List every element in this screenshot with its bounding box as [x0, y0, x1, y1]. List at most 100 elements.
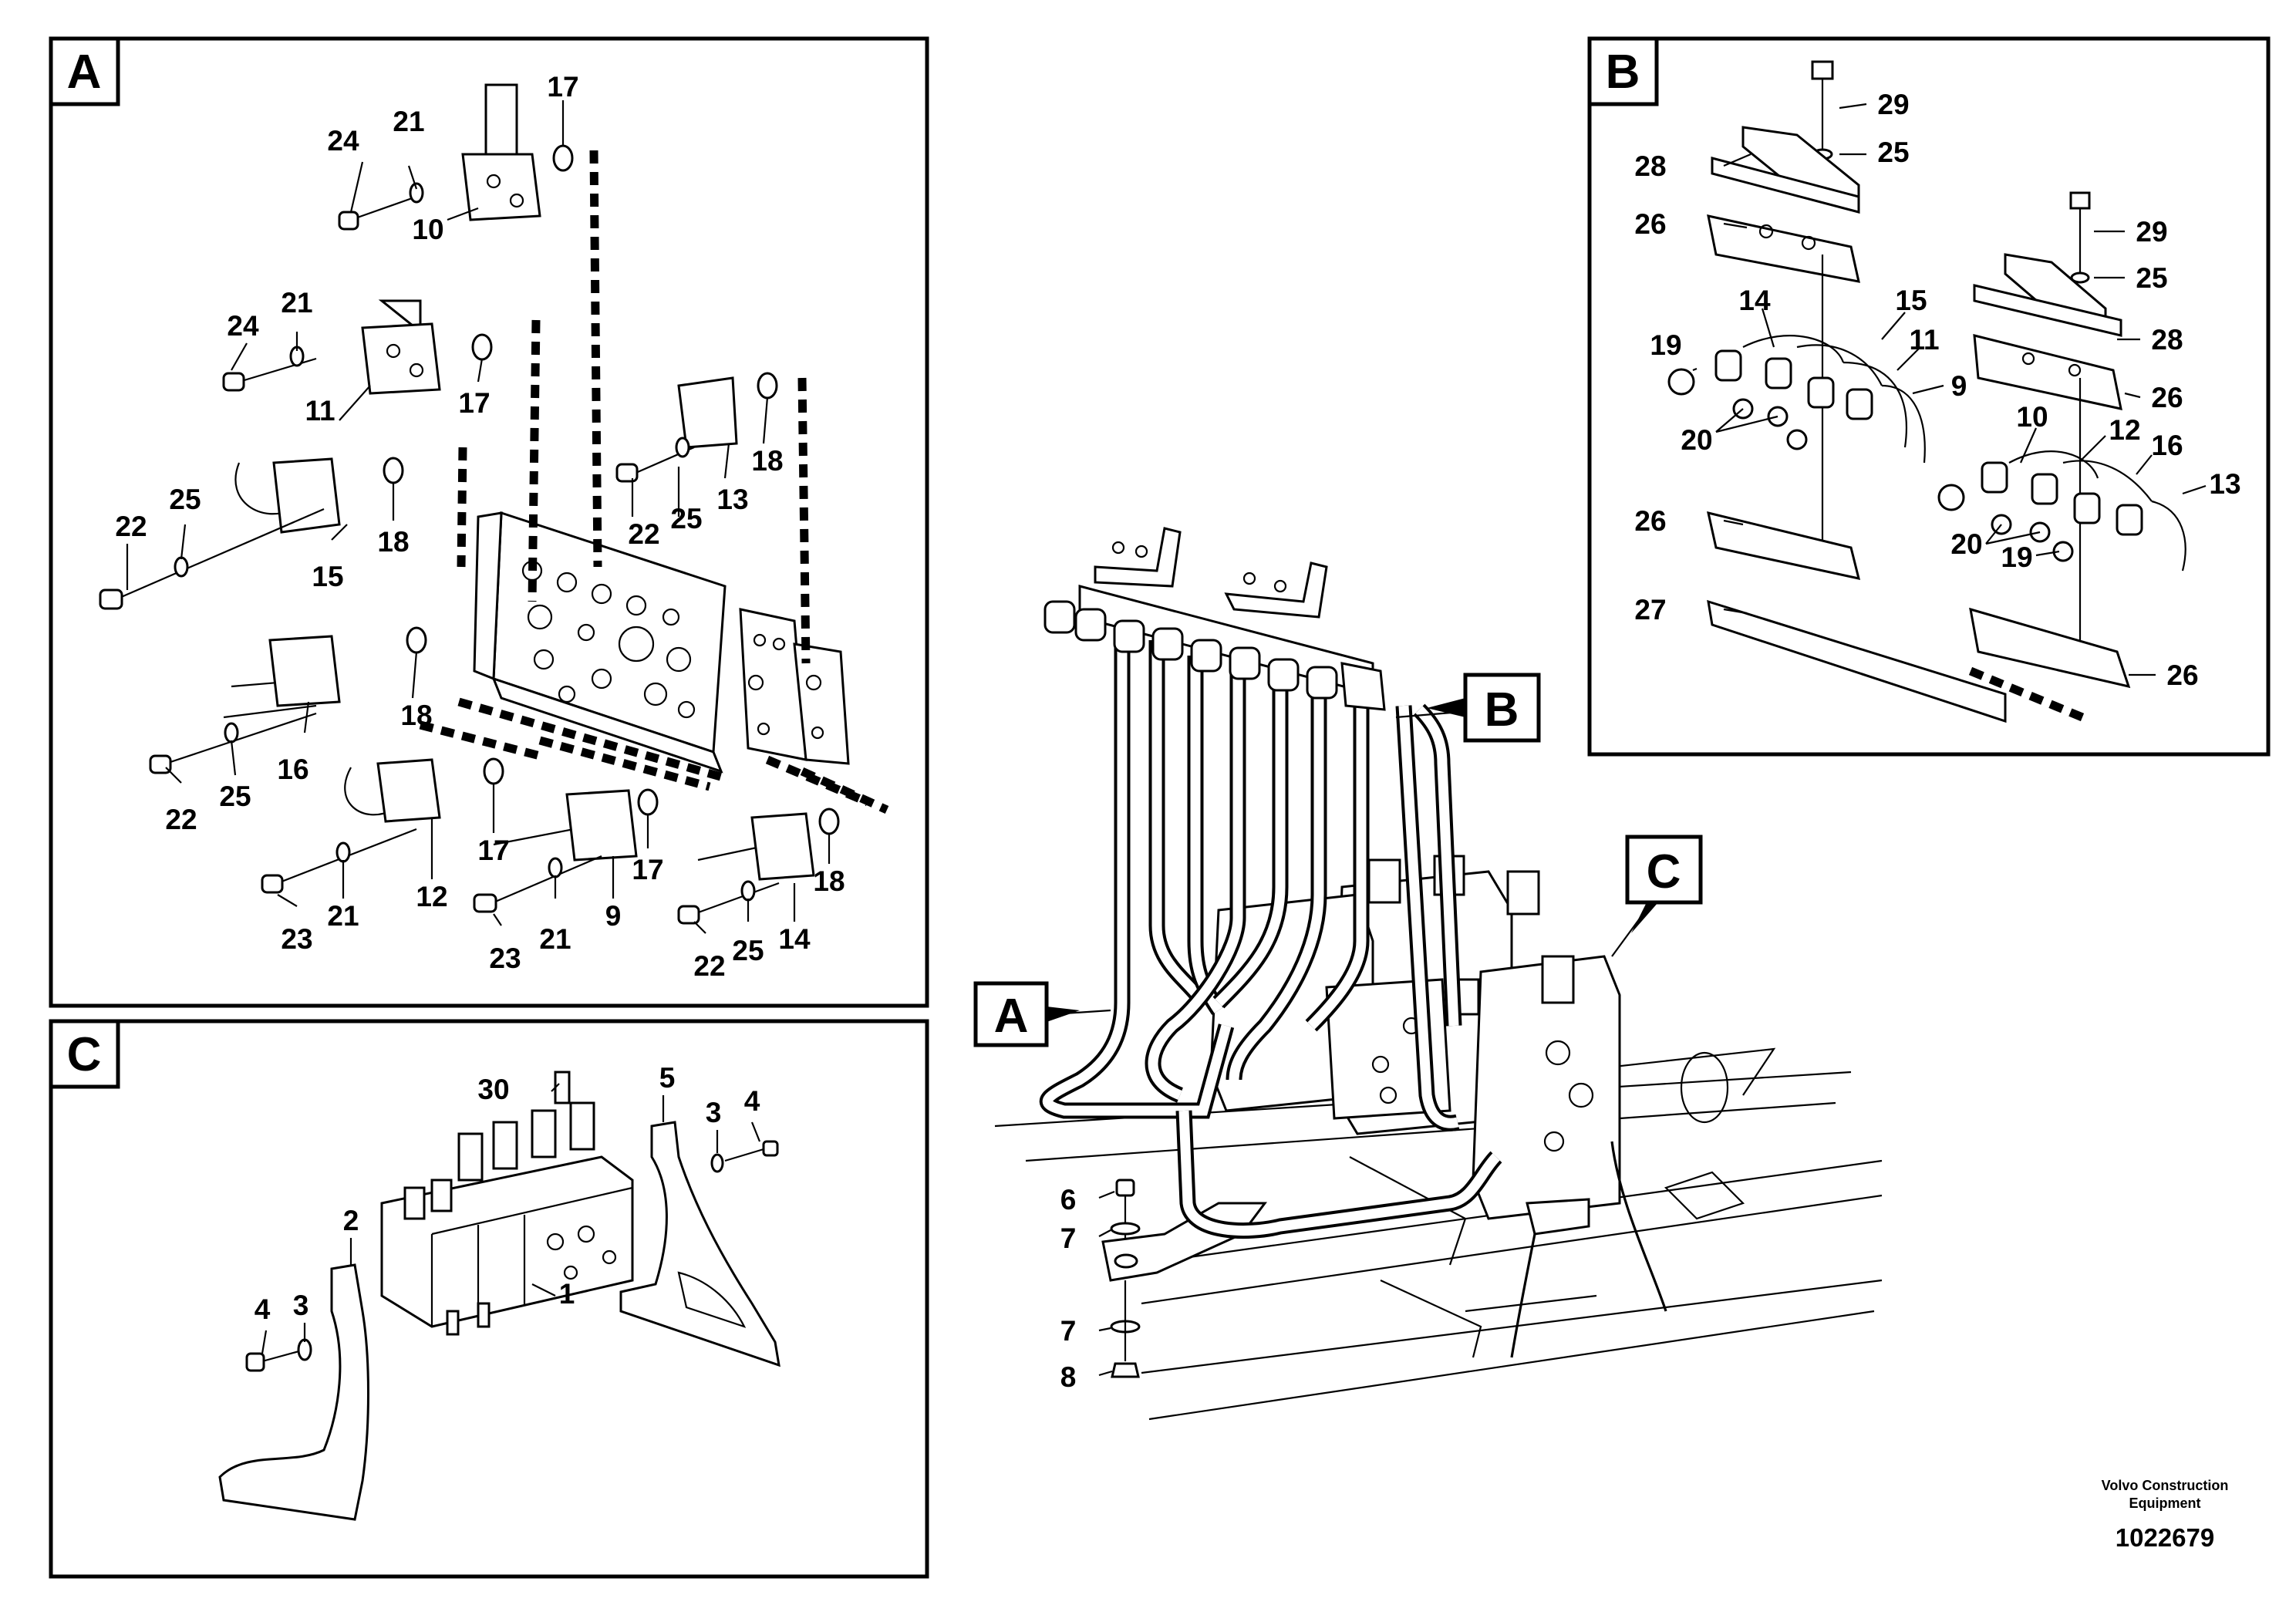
label-b19b: 19 [2001, 541, 2032, 573]
panel-a-letter: A [67, 46, 102, 99]
callout-b-letter: B [1485, 683, 1519, 737]
callout-a: A [973, 981, 1080, 1047]
label-a21b: 21 [281, 287, 312, 319]
panel-a-frame [49, 36, 929, 1008]
flange-11 [222, 299, 493, 395]
panel-a-leaders [126, 100, 831, 934]
label-b20a: 20 [1681, 424, 1712, 456]
flange-10 [338, 83, 574, 231]
drawing-number: 1022679 [2116, 1523, 2214, 1552]
label-a18b: 18 [377, 526, 409, 558]
callout-a-letter: A [994, 990, 1029, 1043]
label-a17b: 17 [458, 387, 490, 419]
label-c30: 30 [477, 1074, 509, 1105]
label-b10: 10 [2016, 401, 2048, 433]
label-a23a: 23 [281, 923, 312, 955]
label-c4b: 4 [255, 1293, 271, 1325]
company-name-line1: Volvo Construction [2102, 1478, 2229, 1493]
label-c3a: 3 [706, 1097, 722, 1128]
panel-c-frame [49, 1019, 929, 1579]
main-labels: 6 7 7 8 [1060, 1184, 1077, 1393]
panel-a-letter-box [49, 36, 120, 106]
label-b25a: 25 [1877, 137, 1909, 168]
label-b11: 11 [1909, 324, 1939, 356]
side-plate [739, 608, 850, 765]
panel-c: C [49, 1019, 929, 1579]
label-m7a: 7 [1060, 1222, 1077, 1254]
clamp-stack-right [1968, 191, 2131, 722]
label-b13: 13 [2209, 468, 2240, 500]
panel-a: A [49, 36, 929, 1008]
flange-15 [99, 457, 404, 610]
label-b12: 12 [2109, 414, 2140, 446]
label-a23b: 23 [489, 943, 521, 974]
callout-c: C [1625, 835, 1703, 933]
panel-c-labels: 30 5 3 4 2 4 3 1 [255, 1062, 760, 1325]
label-a15: 15 [312, 561, 343, 592]
label-b29b: 29 [2136, 216, 2167, 248]
label-a22c: 22 [165, 804, 197, 835]
label-a16: 16 [277, 754, 308, 785]
label-a14: 14 [778, 923, 811, 955]
panel-b-labels: 29 28 25 26 29 25 14 15 28 19 11 9 26 20… [1634, 89, 2240, 691]
label-b14: 14 [1738, 285, 1771, 316]
pipe-bundle [1039, 632, 1667, 1358]
label-b19a: 19 [1650, 329, 1681, 361]
label-a24b: 24 [227, 310, 259, 342]
label-b20b: 20 [1950, 528, 1982, 560]
panel-b-leaders [1692, 103, 2207, 676]
bracket-2 [218, 1263, 369, 1521]
label-c4a: 4 [744, 1085, 760, 1117]
panel-b: B [1587, 36, 2271, 757]
flange-9 [473, 788, 659, 913]
flange-12 [261, 757, 504, 894]
callout-b: B [1427, 673, 1541, 743]
panel-b-letter-box [1587, 36, 1659, 106]
manifold-block [473, 511, 727, 774]
label-b26d: 26 [2166, 659, 2198, 691]
callout-c-letter: C [1647, 845, 1681, 899]
label-b16: 16 [2151, 430, 2183, 461]
bolt-washer-nut [1110, 1179, 1141, 1378]
dashed-alignment-lines [419, 150, 889, 814]
label-a25a: 25 [670, 503, 702, 534]
bracket-5 [619, 1121, 781, 1367]
main-leaders [1098, 1190, 1115, 1377]
label-b28a: 28 [1634, 150, 1666, 182]
footer-stamp: Volvo Construction Equipment 1022679 [2102, 1478, 2229, 1552]
label-a10: 10 [412, 214, 443, 245]
label-m7b: 7 [1060, 1315, 1077, 1347]
flange-16 [149, 626, 427, 774]
label-a11: 11 [305, 395, 335, 427]
label-c1: 1 [559, 1278, 575, 1310]
label-a22a: 22 [628, 518, 659, 550]
label-c3b: 3 [293, 1290, 309, 1321]
label-b26c: 26 [1634, 505, 1666, 537]
label-a22b: 22 [115, 511, 147, 542]
panel-c-letter-box [49, 1019, 120, 1089]
label-m6: 6 [1060, 1184, 1077, 1216]
label-b26a: 26 [1634, 208, 1666, 240]
label-b28b: 28 [2151, 324, 2183, 356]
panel-b-frame [1587, 36, 2271, 757]
label-a17a: 17 [547, 71, 578, 103]
label-a22d: 22 [693, 950, 725, 982]
panel-c-letter: C [67, 1028, 102, 1081]
label-c2: 2 [343, 1205, 359, 1236]
label-a25d: 25 [732, 935, 764, 966]
flange-14 [677, 808, 840, 925]
label-m8: 8 [1060, 1361, 1077, 1393]
label-b15: 15 [1895, 285, 1927, 316]
label-a25b: 25 [169, 484, 201, 515]
label-b27: 27 [1634, 594, 1666, 626]
label-a18d: 18 [813, 865, 845, 897]
label-b26b: 26 [2151, 382, 2183, 413]
label-a21a: 21 [393, 106, 424, 137]
label-a17c: 17 [477, 835, 509, 866]
label-a18a: 18 [751, 445, 783, 477]
clamp-stack-left [1707, 60, 2007, 723]
label-b29a: 29 [1877, 89, 1909, 120]
label-a24a: 24 [327, 125, 359, 157]
label-c5: 5 [659, 1062, 676, 1094]
